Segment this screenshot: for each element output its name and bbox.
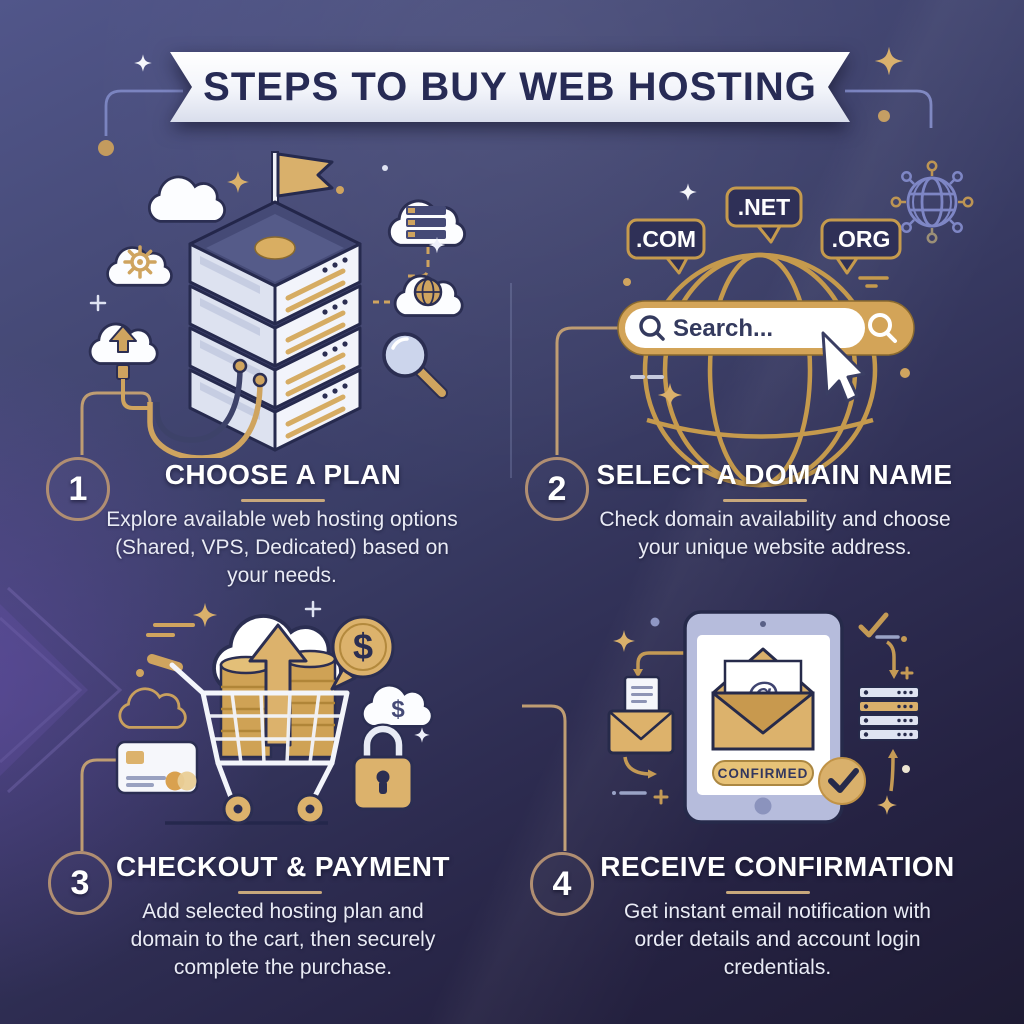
svg-text:.COM: .COM — [636, 226, 696, 252]
step-2-description: Check domain availability and choose you… — [599, 508, 951, 559]
domain-search-input[interactable]: Search... — [625, 308, 865, 348]
cloud-gear-icon — [106, 245, 173, 287]
dot-decor — [900, 368, 910, 378]
title-banner: STEPS TO BUY WEB HOSTING — [170, 52, 850, 122]
svg-text:.NET: .NET — [738, 194, 790, 220]
credit-card-icon — [115, 740, 199, 795]
growth-arrow-icon — [248, 623, 308, 747]
sparkle-icon — [414, 727, 430, 743]
dot-decor — [623, 278, 631, 286]
cloud-server-icon — [387, 199, 467, 278]
svg-text:CONFIRMED: CONFIRMED — [718, 766, 809, 781]
step-4-number: 4 — [530, 852, 594, 916]
at-symbol-icon: @ — [746, 676, 779, 714]
checkmark-icon — [858, 612, 889, 638]
step-3-heading: CHECKOUT & PAYMENT — [116, 851, 450, 882]
coin-stacks-icon — [219, 649, 337, 759]
dollar-bubble-icon: $ — [330, 615, 395, 691]
sparkle-icon — [613, 630, 635, 652]
sparkle-icon — [134, 54, 152, 72]
tld-bubble-net: .NET — [725, 186, 803, 244]
svg-text:$: $ — [391, 696, 405, 723]
speed-lines — [146, 623, 195, 637]
chevron-decoration — [0, 586, 123, 794]
step-2-number: 2 — [525, 457, 589, 521]
cloud-icon — [212, 614, 343, 693]
cloud-upload-icon — [88, 322, 159, 410]
server-stack-icon — [188, 200, 362, 452]
dot-decor — [382, 165, 388, 171]
checkout-illustration: $ $ — [115, 600, 434, 825]
heading-divider — [723, 499, 807, 502]
tld-bubble-org: .ORG — [820, 218, 902, 275]
network-globe-icon — [890, 160, 974, 244]
sparkle-icon — [679, 183, 697, 201]
dot-decor — [901, 636, 907, 642]
tablet-icon — [683, 610, 844, 824]
camera-dot — [760, 621, 766, 627]
dot-decor — [336, 186, 344, 194]
banner-right-connector — [845, 89, 933, 128]
globe-icon — [642, 252, 878, 488]
flow-arrows — [623, 640, 896, 792]
search-icon — [639, 315, 665, 341]
step-3-description: Add selected hosting plan and domain to … — [130, 900, 436, 979]
home-button — [754, 797, 772, 815]
heading-divider — [241, 499, 325, 502]
ribbon-shape: STEPS TO BUY WEB HOSTING — [170, 52, 850, 122]
step-3-number: 3 — [48, 851, 112, 915]
sparkle-icon — [874, 46, 904, 76]
dash-decor — [858, 276, 889, 288]
confirmed-badge: CONFIRMED — [712, 760, 814, 786]
sparkle-icon — [657, 382, 683, 408]
step-2-heading: SELECT A DOMAIN NAME — [596, 459, 953, 490]
padlock-icon — [352, 723, 414, 811]
plus-sparkle-icon — [89, 294, 107, 312]
arrowheads — [633, 669, 899, 779]
step-1-description: Explore available web hosting options (S… — [106, 508, 458, 587]
check-circle-icon — [818, 757, 866, 805]
search-placeholder: Search... — [673, 315, 773, 342]
server-cables — [147, 358, 268, 458]
heading-divider — [238, 891, 322, 894]
cloud-dollar-icon: $ — [361, 683, 434, 728]
magnifier-icon — [382, 332, 448, 399]
hosting-server-illustration — [88, 151, 467, 458]
step-4-heading: RECEIVE CONFIRMATION — [600, 851, 955, 882]
svg-text:$: $ — [353, 626, 373, 667]
step-1-heading: CHOOSE A PLAN — [164, 459, 402, 490]
page-title: STEPS TO BUY WEB HOSTING — [203, 64, 817, 109]
plus-sparkle-icon — [653, 666, 914, 805]
dot-decor — [650, 617, 660, 627]
domain-search-illustration: .COM .NET .ORG Search... — [617, 183, 915, 488]
plus-sparkle-icon — [304, 600, 322, 618]
step-1-number: 1 — [46, 457, 110, 521]
cloud-outline-icon — [118, 687, 187, 729]
confirmation-illustration: @ CONFIRMED — [607, 610, 920, 824]
flag-icon — [271, 151, 334, 249]
cloud-icon — [147, 175, 227, 223]
shopping-cart-icon — [147, 654, 350, 825]
svg-text:.ORG: .ORG — [832, 226, 891, 252]
server-rack-icon — [858, 686, 920, 741]
dot-decor — [902, 765, 910, 773]
envelope-icon — [607, 709, 675, 755]
step-4-description: Get instant email notification with orde… — [624, 900, 931, 979]
tld-bubble-com: .COM — [626, 218, 706, 275]
domain-search-button[interactable] — [868, 313, 897, 343]
cloud-globe-icon — [372, 274, 464, 317]
domain-search-bar[interactable]: Search... — [617, 300, 915, 356]
dot-decor — [136, 669, 144, 677]
sparkle-icon — [877, 795, 897, 815]
dash-decor — [612, 791, 647, 795]
heading-divider — [726, 891, 810, 894]
sparkle-icon — [192, 602, 218, 628]
sparkle-icon — [428, 236, 446, 254]
sparkle-icon — [227, 171, 249, 193]
open-email-icon: @ — [711, 647, 815, 751]
document-icon — [623, 675, 661, 725]
